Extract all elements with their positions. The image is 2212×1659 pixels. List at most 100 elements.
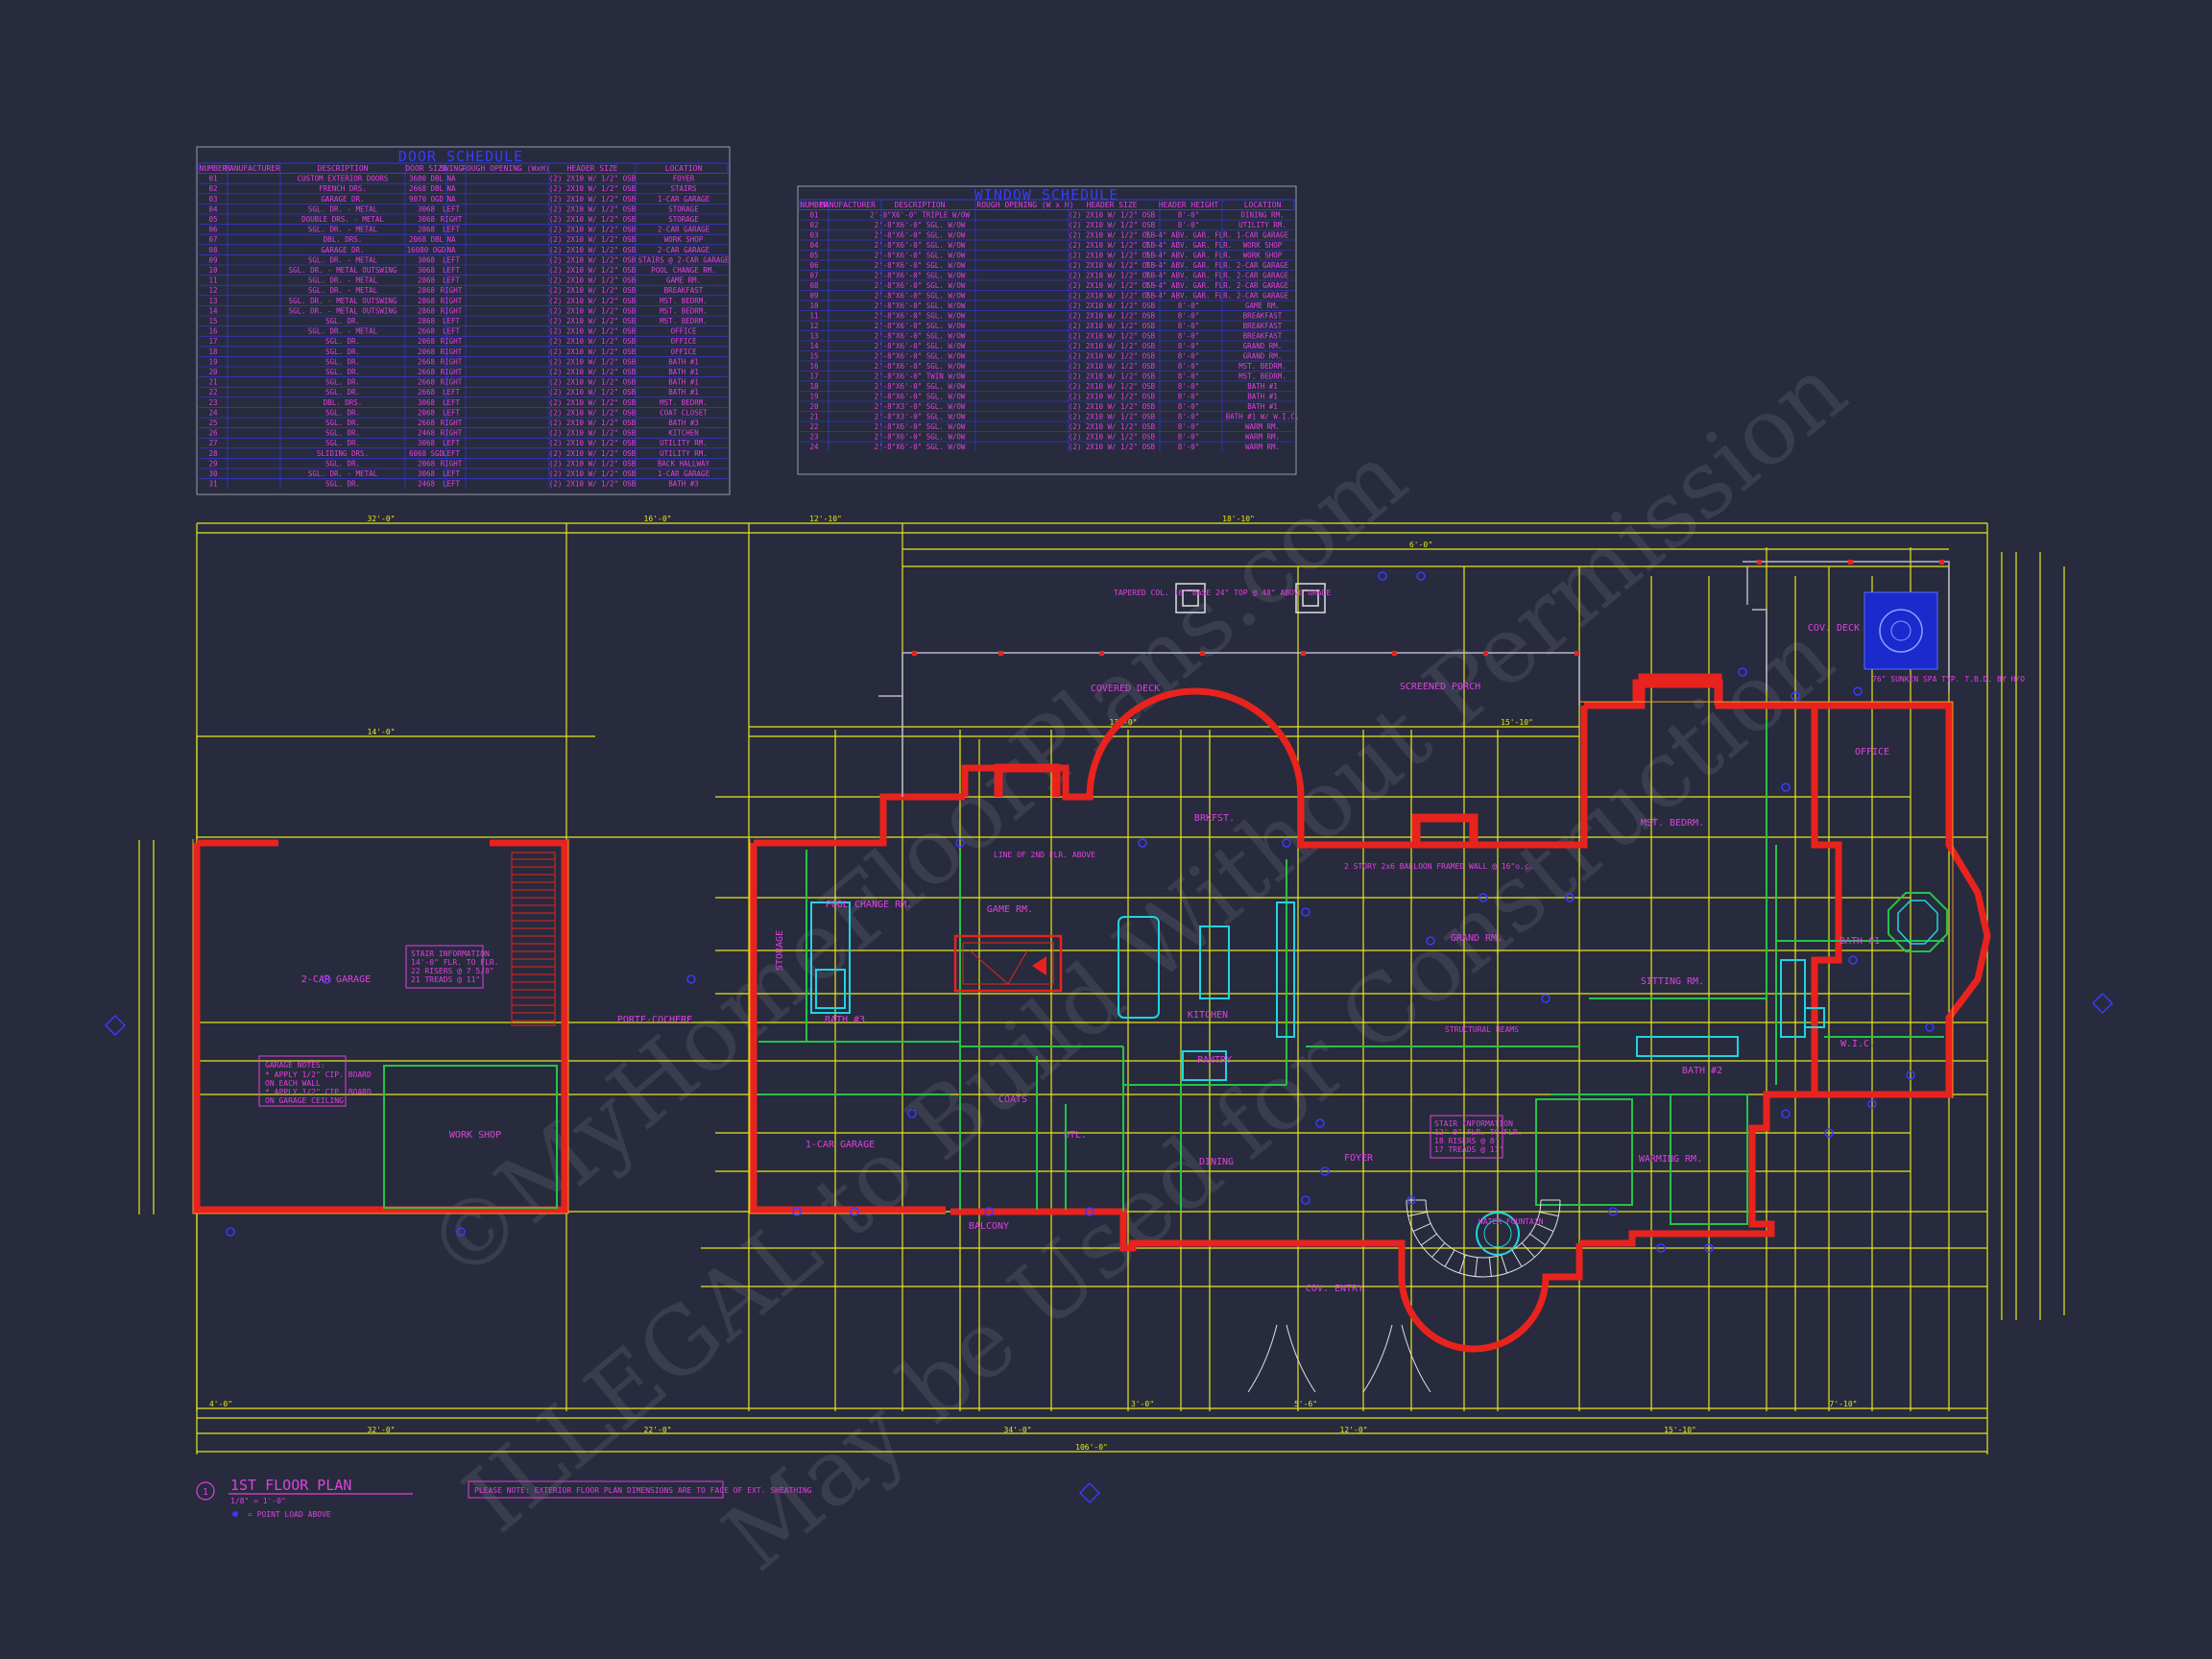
window-schedule-cell: 8'-0" xyxy=(1178,402,1200,411)
door-schedule-cell: STAIRS xyxy=(670,184,697,193)
door-schedule-cell: (2) 2X10 W/ 1/2" OSB xyxy=(549,246,637,254)
window-schedule-cell: 2'-8"X3'-0" SGL. W/OW xyxy=(875,413,966,421)
window-schedule-cell: (2) 2X10 W/ 1/2" OSB xyxy=(1069,362,1156,371)
door-schedule-cell: KITCHEN xyxy=(668,429,699,438)
window-schedule-cell: 8'-0" xyxy=(1178,312,1200,321)
watermark-line3: May be Used for Construction xyxy=(704,603,1853,1592)
door-schedule-cell: RIGHT xyxy=(441,357,463,366)
door-schedule-cell: SGL. DR. - METAL xyxy=(308,276,378,285)
door-schedule-cell: 2668 DBL xyxy=(409,184,445,193)
window-schedule-cell: 09 xyxy=(809,292,818,301)
window-schedule-cell: 2'-8"X6'-0" SGL. W/OW xyxy=(875,352,966,361)
door-schedule-cell: 2868 xyxy=(418,297,436,305)
door-schedule-cell: STORAGE xyxy=(668,204,699,213)
door-schedule-cell: GARAGE DR. xyxy=(321,195,364,204)
window-schedule-cell: (2) 2X10 W/ 1/2" OSB xyxy=(1069,322,1156,330)
door-schedule-header-cell: HEADER SIZE xyxy=(567,164,618,173)
door-schedule-cell: RIGHT xyxy=(441,378,463,387)
blue-marker xyxy=(1301,1195,1310,1205)
dim-label: 34'-0" xyxy=(1004,1426,1032,1434)
door-schedule-cell: (2) 2X10 W/ 1/2" OSB xyxy=(549,480,637,489)
door-schedule-cell: CUSTOM EXTERIOR DOORS xyxy=(298,175,389,183)
window-schedule-header-cell: NUMBER xyxy=(801,201,829,209)
door-schedule-cell: OFFICE xyxy=(670,348,697,356)
door-schedule-cell: SGL. DR. xyxy=(325,317,360,325)
window-schedule-cell: 8'-0" xyxy=(1178,352,1200,361)
door-schedule-cell: SGL. DR. xyxy=(325,429,360,438)
door-schedule-cell: COAT CLOSET xyxy=(660,408,708,417)
blue-marker xyxy=(1853,686,1863,696)
window-schedule-cell: 2'-8"X6'-0" SGL. W/OW xyxy=(875,312,966,321)
door-schedule-cell: 2668 xyxy=(418,327,436,336)
blue-marker xyxy=(456,1227,466,1237)
front-entry-stairs xyxy=(1247,1324,1431,1393)
dim-label: 12'-10" xyxy=(809,515,842,523)
door-schedule-cell: (2) 2X10 W/ 1/2" OSB xyxy=(549,184,637,193)
window-schedule-cell: (2) 2X10 W/ 1/2" OSB xyxy=(1069,402,1156,411)
door-schedule-cell: 11 xyxy=(208,276,217,285)
window-schedule-cell: 2-CAR GARAGE xyxy=(1237,261,1289,270)
tapered-col-note: TAPERED COL. 16" BASE 24" TOP @ 48" ABOV… xyxy=(1114,589,1332,597)
stair-info-line: 18 RISERS @ 8" xyxy=(1434,1137,1499,1145)
door-schedule-cell: NA xyxy=(446,235,456,244)
window-schedule-cell: 2'-8"X6'-0" SGL. W/OW xyxy=(875,332,966,341)
door-schedule-cell: SGL. DR. - METAL xyxy=(308,255,378,264)
window-schedule-cell: 8'-0" xyxy=(1178,413,1200,421)
window-schedule-cell: 2'-8"X6'-0" SGL. W/OW xyxy=(875,241,966,250)
room-label-kitchen: KITCHEN xyxy=(1188,1010,1228,1021)
blue-marker xyxy=(1781,1109,1791,1118)
window-schedule-cell: 22 xyxy=(809,422,818,431)
door-schedule-cell: MST. BEDRM. xyxy=(660,306,708,315)
door-schedule-cell: 2668 xyxy=(418,378,436,387)
door-schedule-cell: SGL. DR. - METAL OUTSWING xyxy=(289,297,397,305)
door-schedule-frame xyxy=(196,146,731,495)
blue-marker xyxy=(1848,955,1858,965)
window-schedule-cell: 02 xyxy=(809,221,818,229)
detail-number: 1 xyxy=(203,1487,208,1498)
door-schedule-cell: 2-CAR GARAGE xyxy=(658,226,710,234)
dim-label: 5'-6" xyxy=(1294,1400,1317,1408)
window-schedule-cell: 2'-8"X6'-0" TWIN W/OW xyxy=(875,373,966,381)
door-schedule-cell: LEFT xyxy=(443,276,461,285)
door-schedule-cell: 2068 xyxy=(418,348,436,356)
door-schedule-cell: LEFT xyxy=(443,327,461,336)
door-schedule-cell: (2) 2X10 W/ 1/2" OSB xyxy=(549,378,637,387)
garage-notes-box: GARAGE NOTES: * APPLY 1/2" CIP. BOARD ON… xyxy=(258,1055,372,1107)
door-schedule-cell: 2868 xyxy=(418,286,436,295)
window-schedule-cell: 8'-0" xyxy=(1178,301,1200,310)
door-schedule-header-cell: MANUFACTURER xyxy=(225,164,280,173)
window-schedule-cell: 2'-8"X6'-0" SGL. W/OW xyxy=(875,281,966,290)
door-schedule-cell: RIGHT xyxy=(441,348,463,356)
blue-marker xyxy=(1824,1128,1834,1138)
door-schedule-cell: RIGHT xyxy=(441,306,463,315)
window-schedule-cell: 8'-0" xyxy=(1178,433,1200,442)
plan-scale: 1/8" = 1'-0" xyxy=(230,1497,286,1505)
door-schedule-cell: RIGHT xyxy=(441,297,463,305)
door-schedule-cell: LEFT xyxy=(443,266,461,275)
window-schedule-cell: 8'-0" xyxy=(1178,373,1200,381)
door-schedule-cell: LEFT xyxy=(443,480,461,489)
door-schedule-cell: 18 xyxy=(208,348,218,356)
garage-notes-title: GARAGE NOTES: xyxy=(265,1061,325,1070)
window-schedule-cell: 2-CAR GARAGE xyxy=(1237,272,1289,280)
window-schedule-cell: 23 xyxy=(809,433,818,442)
room-label-balcony: BALCONY xyxy=(969,1221,1009,1232)
line-of-2nd-note: LINE OF 2ND FLR. ABOVE xyxy=(994,851,1095,859)
door-schedule-cell: 2068 DBL xyxy=(409,235,445,244)
stair-info-line: 17 TREADS @ 11" xyxy=(1434,1145,1503,1154)
door-schedule-cell: LEFT xyxy=(443,469,461,478)
interior-walls xyxy=(383,720,1944,1225)
window-schedule-header-cell: HEADER HEIGHT xyxy=(1159,201,1219,209)
door-schedule-cell: 2068 xyxy=(418,337,436,346)
kitchen-fixtures xyxy=(810,902,1825,1081)
door-schedule-cell: 2668 xyxy=(418,368,436,376)
door-schedule-cell: UTILITY RM. xyxy=(660,449,708,458)
door-schedule-cell: NA xyxy=(446,195,456,204)
dim-label: 14'-0" xyxy=(368,728,396,736)
door-schedule-cell: 12 xyxy=(208,286,217,295)
door-schedule-cell: BATH #1 xyxy=(668,357,699,366)
door-schedule-cell: (2) 2X10 W/ 1/2" OSB xyxy=(549,297,637,305)
